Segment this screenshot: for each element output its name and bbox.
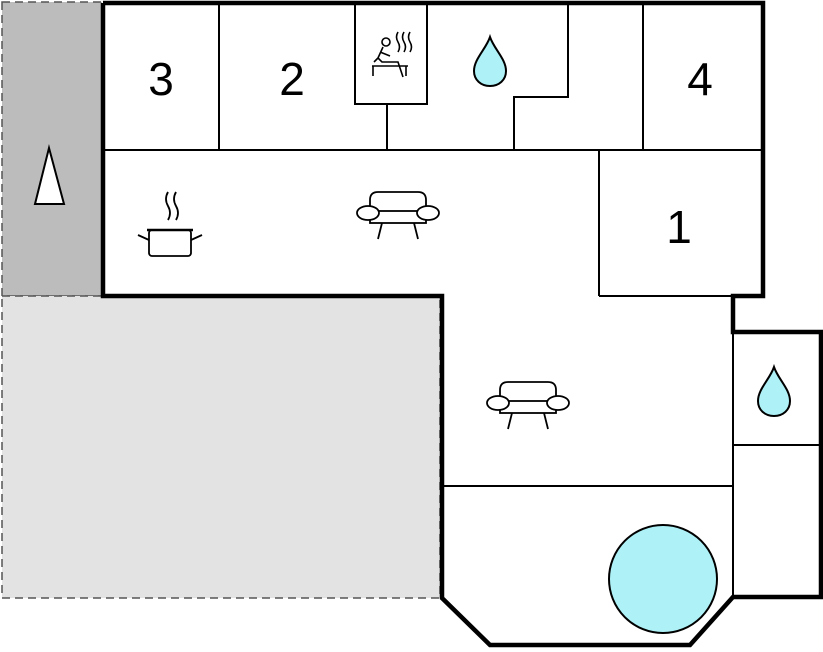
main-terrace — [1, 295, 441, 599]
room-label-3: 3 — [148, 53, 174, 105]
side-terrace — [1, 1, 103, 297]
sauna-icon — [372, 31, 413, 78]
cooking-pot-icon — [137, 191, 203, 257]
pool-circle — [608, 524, 718, 634]
room-label-4: 4 — [687, 53, 713, 105]
north-arrow-icon — [33, 144, 66, 205]
room-label-1: 1 — [666, 201, 692, 253]
building — [100, 0, 823, 648]
room-label-2: 2 — [279, 53, 305, 105]
